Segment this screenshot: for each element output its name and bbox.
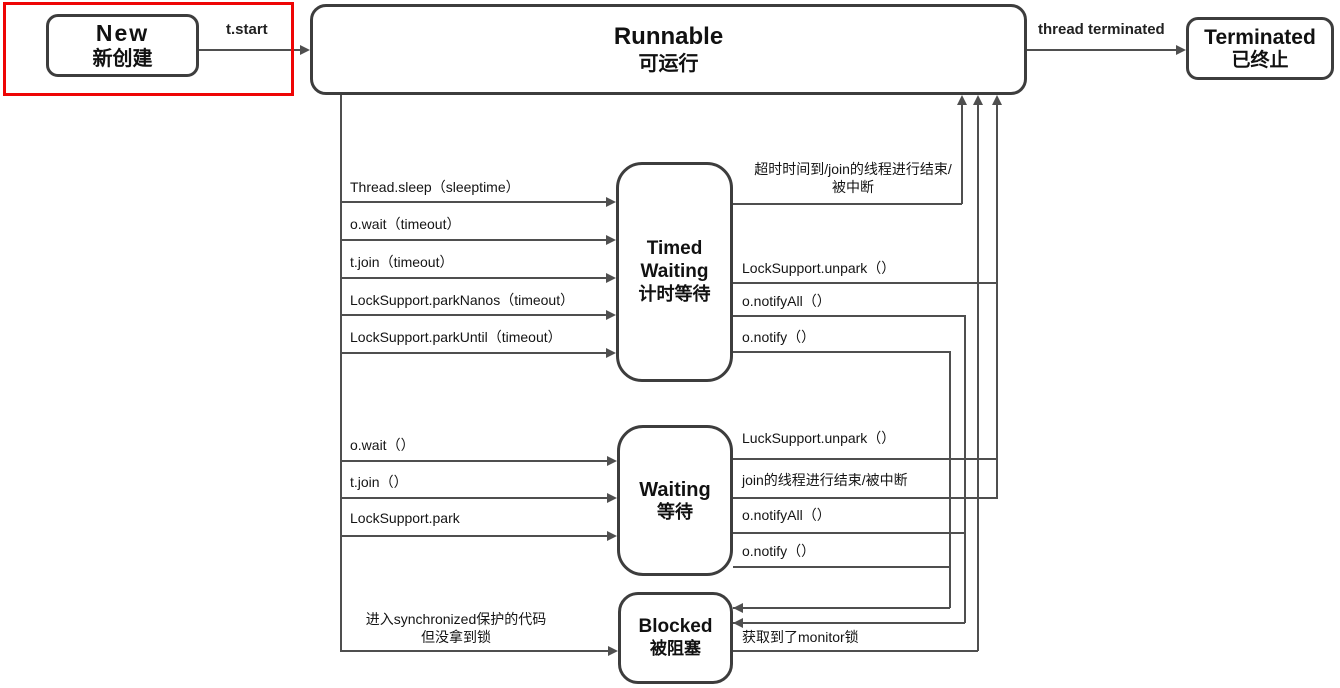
label-tw-notify: o.notify（）: [742, 329, 816, 345]
label-timeout: 超时时间到/join的线程进行结束/ 被中断: [737, 161, 969, 196]
label-tw-unpark: LockSupport.unpark（）: [742, 260, 896, 276]
edge-lockpark-line: [340, 535, 609, 537]
edge-notifyall-into-blocked-hline: [733, 622, 965, 624]
edge-notify-vline: [949, 351, 951, 608]
state-blocked-label-zh: 被阻塞: [650, 639, 701, 659]
label-w-unpark: LuckSupport.unpark（）: [742, 430, 896, 446]
edge-timeout-arrowhead: [957, 95, 967, 105]
label-w-joinend: join的线程进行结束/被中断: [742, 472, 908, 488]
edge-runnable-terminated-arrowhead: [1176, 45, 1186, 55]
edge-tw-notify-hline: [733, 351, 951, 353]
edge-tjoin-line: [340, 497, 609, 499]
label-w-notify: o.notify（）: [742, 543, 816, 559]
edge-monitor-arrowhead: [973, 95, 983, 105]
edge-new-runnable-arrowhead: [300, 45, 310, 55]
edge-parkuntil-line: [340, 352, 608, 354]
label-tjoin: t.join（）: [350, 474, 408, 490]
edge-tw-unpark-hline: [733, 282, 998, 284]
edge-notifyall-vline: [964, 315, 966, 623]
state-terminated: Terminated 已终止: [1186, 17, 1334, 80]
edge-notify-into-blocked-arrowhead: [733, 603, 743, 613]
edge-notifyall-into-blocked-arrowhead: [733, 618, 743, 628]
edge-timeout-hline: [733, 203, 962, 205]
edge-w-joinend-hline: [733, 497, 998, 499]
state-timed-waiting-label-zh: 计时等待: [638, 284, 711, 304]
label-timeout-line1: 超时时间到/join的线程进行结束/: [754, 161, 952, 177]
edge-parkuntil-arrowhead: [606, 348, 616, 358]
edge-unpark-join-vline: [996, 101, 998, 498]
state-waiting-label-zh: 等待: [657, 501, 693, 522]
label-w-notifyall: o.notifyAll（）: [742, 507, 831, 523]
edge-sleep-line: [340, 201, 608, 203]
state-waiting: Waiting 等待: [617, 425, 733, 576]
state-new-label-en: New: [95, 19, 150, 46]
state-timed-waiting: Timed Waiting 计时等待: [616, 162, 733, 382]
edge-notify-into-blocked-hline: [733, 607, 950, 609]
edge-tjoin-arrowhead: [607, 493, 617, 503]
label-monitor-lock: 获取到了monitor锁: [742, 629, 859, 645]
label-synchronized-line1: 进入synchronized保护的代码: [365, 611, 547, 627]
edge-runnable-terminated-line: [1027, 49, 1177, 51]
edge-w-unpark-hline: [733, 458, 998, 460]
state-runnable: Runnable 可运行: [310, 4, 1027, 95]
state-new-label-zh: 新创建: [92, 48, 153, 71]
state-runnable-label-en: Runnable: [613, 23, 724, 51]
edge-monitor-hline: [733, 650, 978, 652]
label-tw-notifyall: o.notifyAll（）: [742, 293, 831, 309]
label-owait: o.wait（）: [350, 437, 415, 453]
label-thread-sleep: Thread.sleep（sleeptime）: [350, 179, 520, 195]
edge-w-notify-hline: [733, 566, 950, 568]
state-new: New 新创建: [46, 14, 199, 77]
edge-new-runnable-line: [198, 49, 302, 51]
state-blocked-label-en: Blocked: [638, 616, 713, 638]
label-synchronized-line2: 但没拿到锁: [421, 628, 491, 645]
state-terminated-label-en: Terminated: [1204, 25, 1316, 49]
edge-tjoin-timeout-line: [340, 277, 608, 279]
label-owait-timeout: o.wait（timeout）: [350, 216, 461, 232]
edge-owait-timeout-line: [340, 239, 608, 241]
edge-owait-timeout-arrowhead: [606, 235, 616, 245]
edge-synchronized-line: [340, 650, 610, 652]
edge-synchronized-arrowhead: [608, 646, 618, 656]
edge-timeout-vline: [961, 101, 963, 204]
edge-tjoin-timeout-arrowhead: [606, 273, 616, 283]
edge-w-notifyall-hline: [733, 532, 965, 534]
edge-monitor-vline: [977, 101, 979, 651]
state-timed-waiting-label-en: Timed Waiting: [640, 238, 709, 283]
state-runnable-label-zh: 可运行: [638, 52, 699, 75]
label-synchronized: 进入synchronized保护的代码 但没拿到锁: [345, 611, 567, 646]
label-parknanos: LockSupport.parkNanos（timeout）: [350, 292, 575, 308]
state-blocked: Blocked 被阻塞: [618, 592, 733, 684]
label-lockpark: LockSupport.park: [350, 510, 460, 526]
edge-tw-notifyall-hline: [733, 315, 966, 317]
edge-sleep-arrowhead: [606, 197, 616, 207]
edge-lockpark-arrowhead: [607, 531, 617, 541]
label-parkuntil: LockSupport.parkUntil（timeout）: [350, 329, 562, 345]
label-timeout-line2: 被中断: [832, 178, 874, 195]
edge-owait-arrowhead: [607, 456, 617, 466]
edge-parknanos-line: [340, 314, 608, 316]
label-thread-terminated: thread terminated: [1038, 21, 1165, 38]
state-terminated-label-zh: 已终止: [1231, 49, 1289, 71]
highlight-frame: [3, 2, 294, 96]
edge-parknanos-arrowhead: [606, 310, 616, 320]
state-waiting-label-en: Waiting: [639, 478, 711, 501]
edge-unpark-join-arrowhead: [992, 95, 1002, 105]
label-tjoin-timeout: t.join（timeout）: [350, 254, 454, 270]
edge-owait-line: [340, 460, 609, 462]
label-t-start: t.start: [226, 21, 268, 38]
edge-runnable-left-trunk: [340, 95, 342, 651]
